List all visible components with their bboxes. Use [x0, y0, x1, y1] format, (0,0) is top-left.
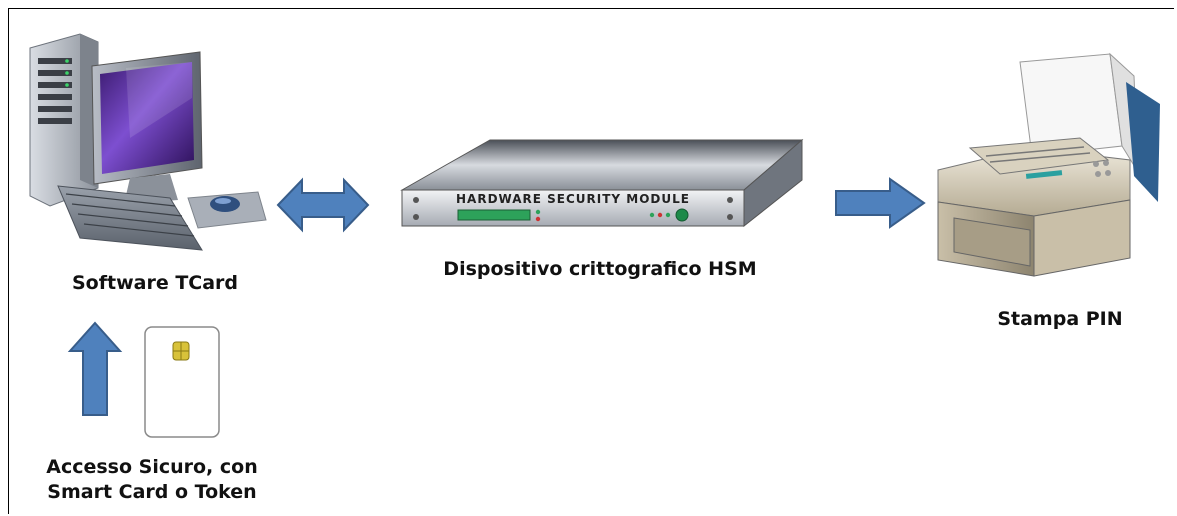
right-arrow-icon	[835, 177, 926, 229]
diagram-frame	[8, 8, 1174, 514]
printer-label: Stampa PIN	[997, 308, 1123, 330]
software-label: Software TCard	[71, 272, 239, 294]
bidirectional-arrow-icon	[276, 177, 370, 233]
smart-card-icon	[144, 326, 220, 438]
printer-icon	[937, 52, 1160, 277]
access-label-line2: Smart Card o Token	[47, 481, 257, 503]
up-arrow-icon	[67, 321, 123, 416]
hsm-front-label: HARDWARE SECURITY MODULE	[456, 192, 690, 206]
hsm-label: Dispositivo crittografico HSM	[443, 258, 757, 280]
hsm-device-icon: HARDWARE SECURITY MODULE	[400, 138, 804, 228]
computer-icon	[29, 33, 267, 251]
access-label-line1: Accesso Sicuro, con	[46, 456, 258, 478]
